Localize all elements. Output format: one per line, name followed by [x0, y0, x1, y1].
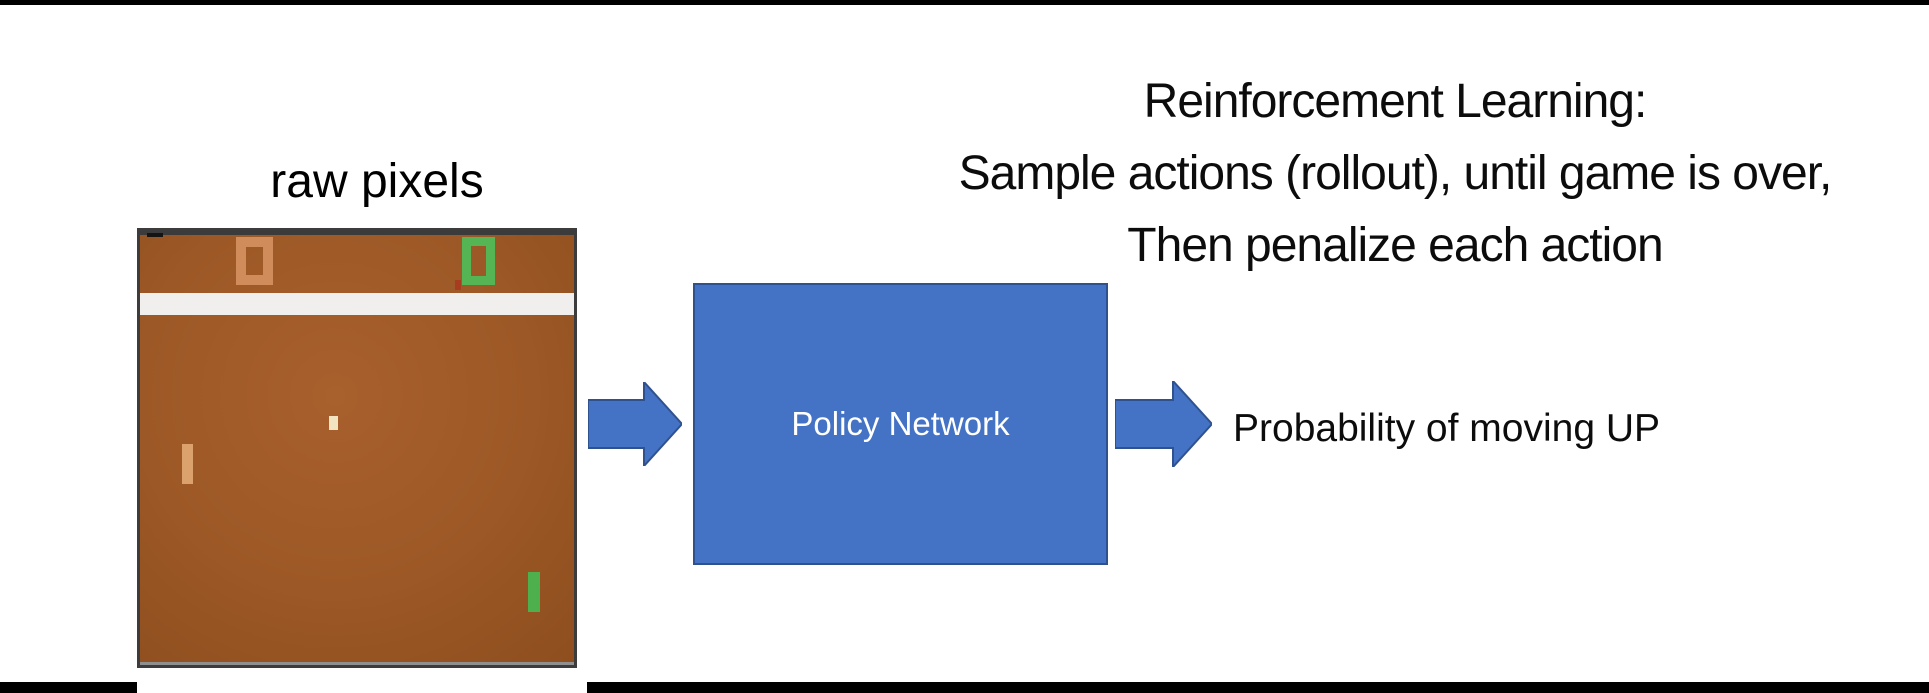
arrow-right-icon-output	[1115, 381, 1212, 467]
pong-ball	[329, 416, 338, 430]
right-score-zero-digit	[462, 237, 495, 285]
raw-pixels-label: raw pixels	[270, 155, 484, 208]
probability-output-label: Probability of moving UP	[1233, 407, 1661, 450]
slide-title: Reinforcement Learning: Sample actions (…	[860, 66, 1929, 282]
title-line-2: Sample actions (rollout), until game is …	[958, 147, 1833, 200]
left-score-zero-digit	[236, 237, 273, 285]
game-corner-artifact	[147, 233, 163, 237]
bottom-black-bar-right	[587, 682, 1929, 693]
right-paddle	[528, 572, 540, 612]
title-line-1: Reinforcement Learning:	[1143, 75, 1648, 128]
policy-network-label: Policy Network	[791, 405, 1010, 442]
policy-network-box: Policy Network	[693, 283, 1108, 565]
left-paddle	[182, 444, 193, 484]
game-white-divider	[140, 293, 574, 315]
pong-game-screenshot	[137, 228, 577, 668]
title-line-3: Then penalize each action	[1127, 219, 1663, 272]
game-bottom-border	[140, 662, 574, 665]
score-red-artifact	[455, 280, 461, 290]
game-top-border	[140, 231, 574, 235]
bottom-black-bar-left	[0, 682, 137, 693]
top-black-bar	[0, 0, 1929, 5]
arrow-right-icon-input	[588, 382, 682, 466]
